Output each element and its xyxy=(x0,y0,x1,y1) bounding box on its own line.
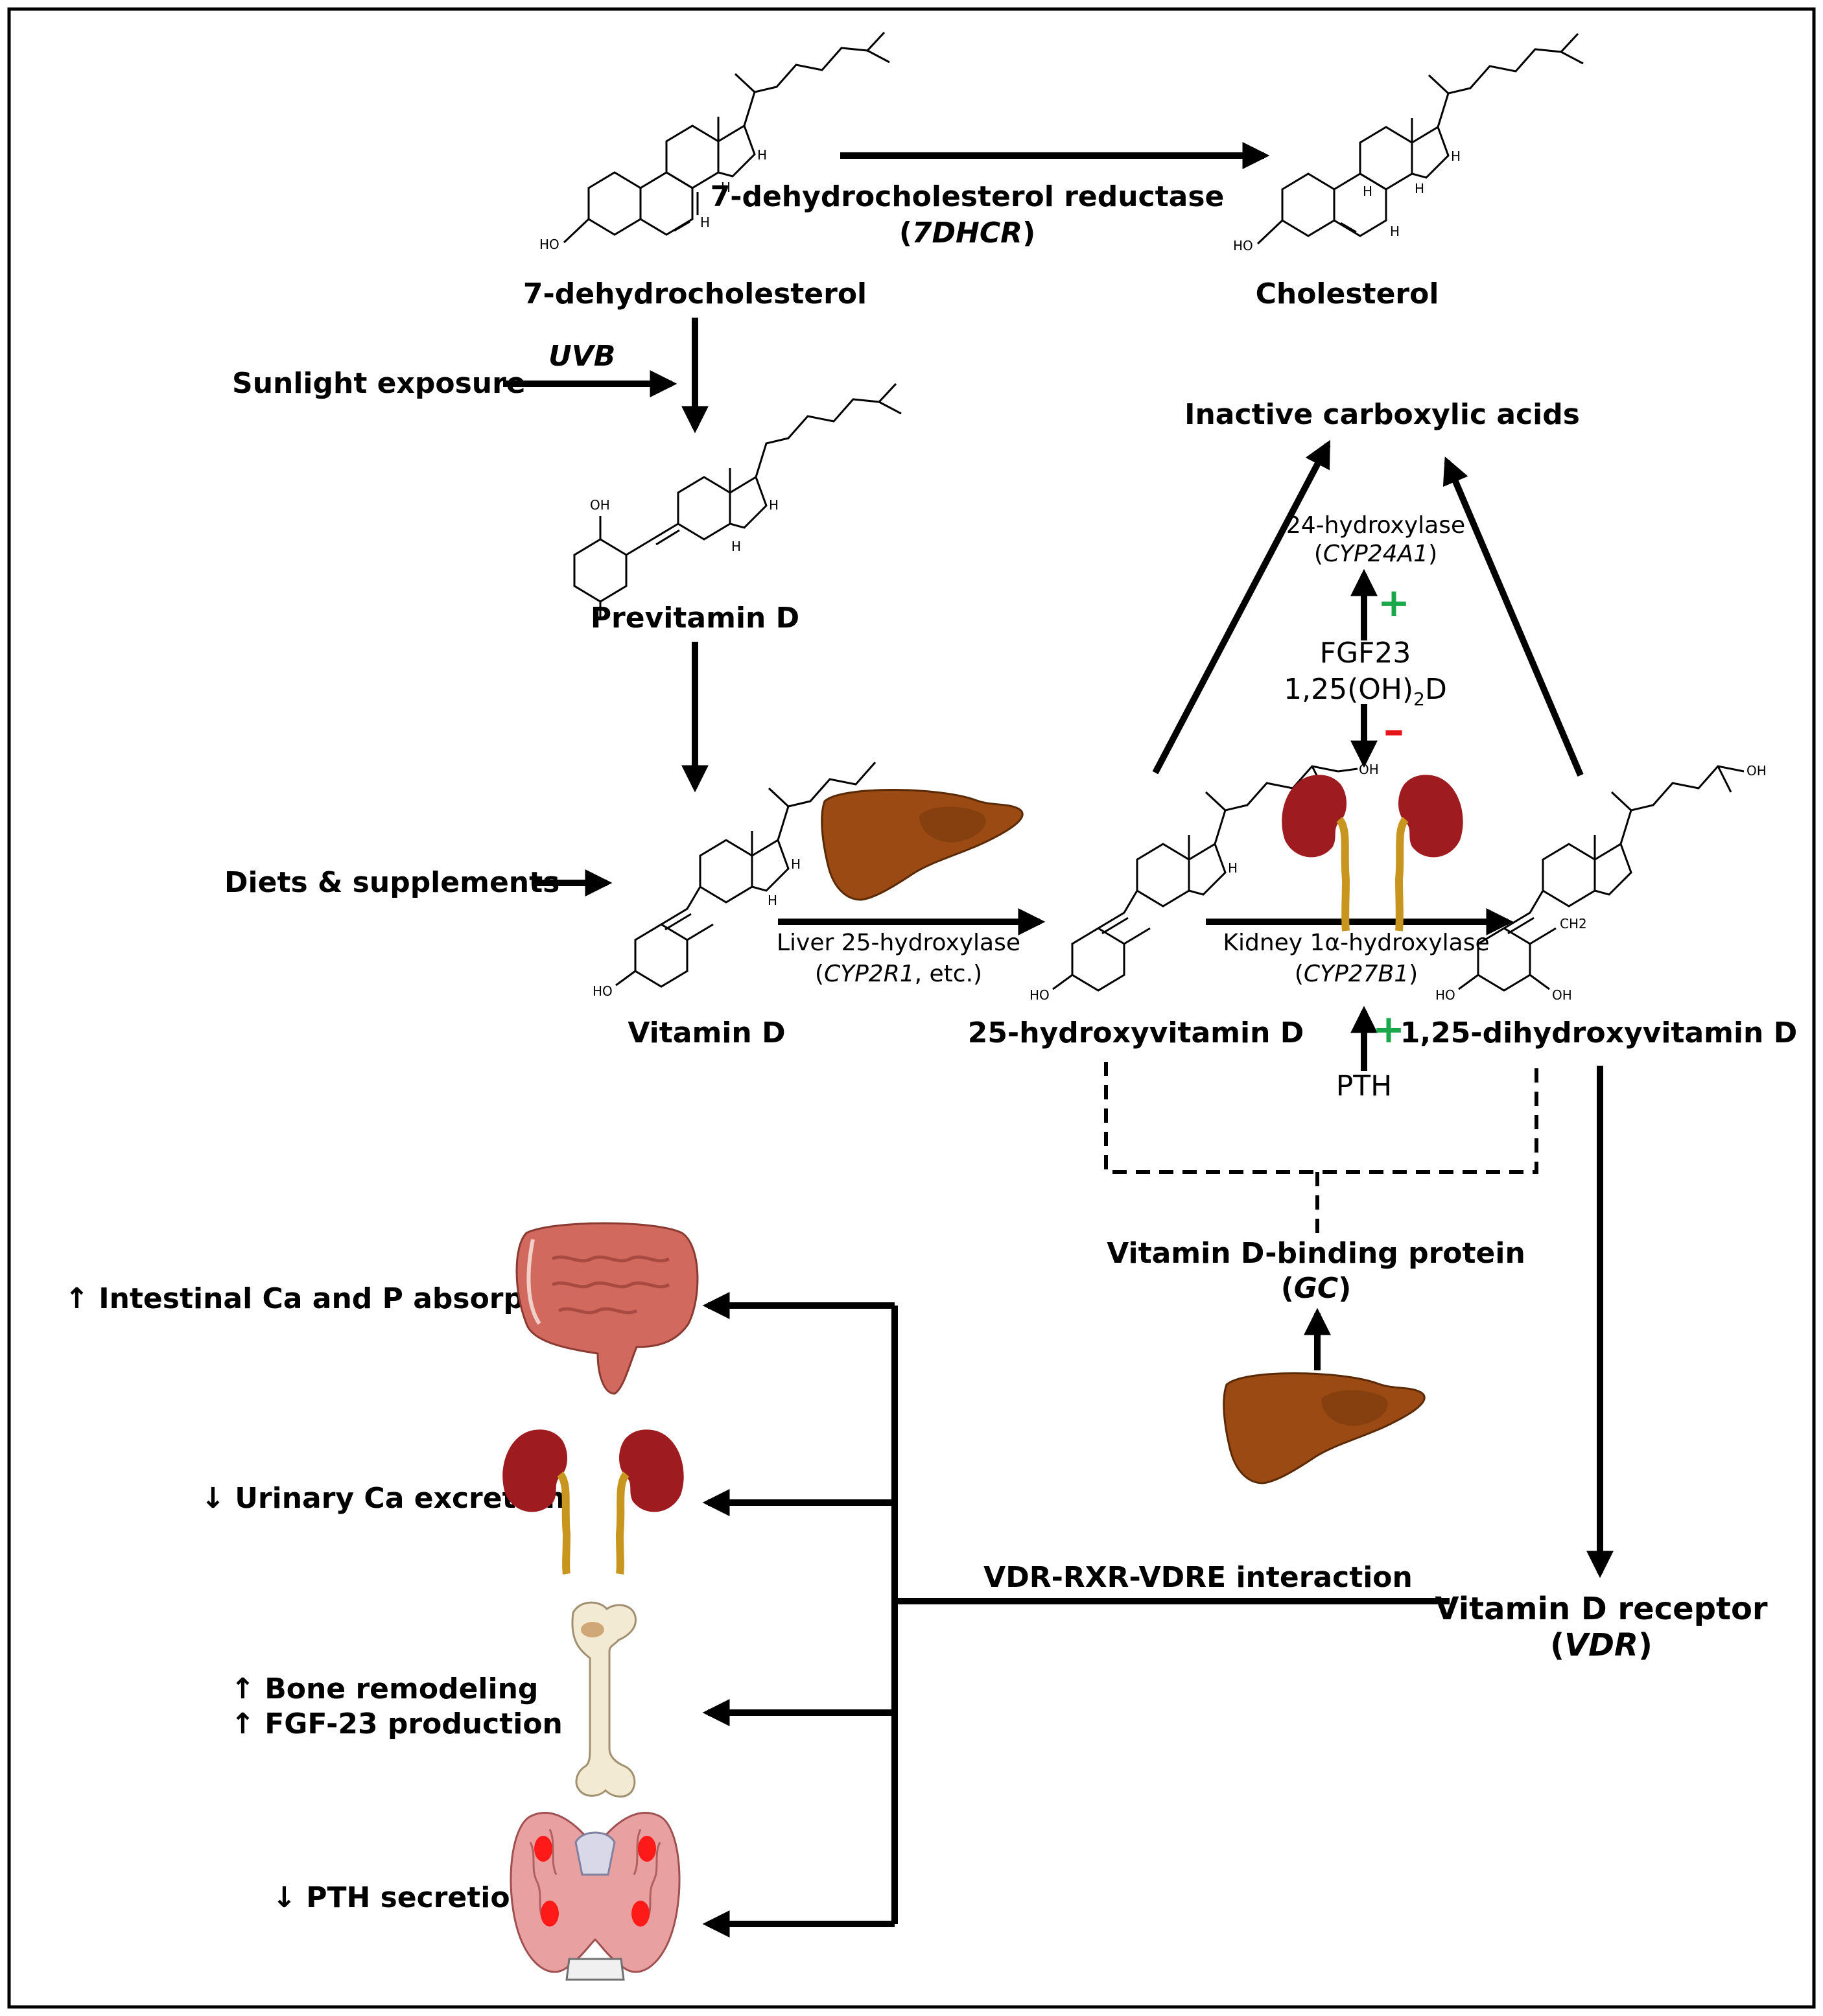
kidney-icon xyxy=(502,1429,684,1575)
svg-text:CH2: CH2 xyxy=(1560,916,1587,932)
svg-text:H: H xyxy=(1363,183,1372,199)
label-inactive-acids: Inactive carboxylic acids xyxy=(1184,398,1580,431)
svg-text:HO: HO xyxy=(1435,987,1455,1003)
label-reductase: 7-dehydrocholesterol reductase xyxy=(711,180,1225,213)
effect-intestine: ↑ Intestinal Ca and P absorption xyxy=(65,1282,587,1315)
svg-text:H: H xyxy=(769,497,779,513)
minus-sign-kidney: – xyxy=(1383,707,1404,755)
label-uvb: UVB xyxy=(548,340,615,373)
effect-bone: ↑ Bone remodeling xyxy=(231,1672,538,1705)
label-liver-gene: (CYP2R1, etc.) xyxy=(815,961,982,987)
svg-text:H: H xyxy=(768,893,777,908)
label-sunlight: Sunlight exposure xyxy=(232,367,526,400)
label-24-hydroxylase-gene: (CYP24A1) xyxy=(1314,541,1437,567)
liver-icon xyxy=(821,789,1024,901)
svg-text:OH: OH xyxy=(1359,762,1379,777)
plus-sign-pth: + xyxy=(1372,1007,1405,1052)
cholesterol-structure: HO H H H H xyxy=(1233,32,1584,253)
binding-protein-connectors xyxy=(1104,1062,1538,1239)
liver-icon xyxy=(1223,1372,1426,1484)
25-hydroxyvitamin-d-structure: HO OH H xyxy=(1029,762,1379,1003)
svg-text:H: H xyxy=(1390,224,1400,239)
label-previtamin-d: Previtamin D xyxy=(591,602,799,635)
label-24-hydroxylase: 24-hydroxylase xyxy=(1286,512,1465,539)
vitamin-d-structure: HO H H xyxy=(593,762,876,999)
label-liver-hydroxylase: Liver 25-hydroxylase xyxy=(777,930,1020,956)
kidney-icon xyxy=(1282,775,1463,932)
svg-text:HO: HO xyxy=(1233,238,1253,253)
svg-text:HO: HO xyxy=(1029,987,1050,1003)
svg-text:H: H xyxy=(757,147,767,163)
label-pth: PTH xyxy=(1336,1070,1393,1103)
label-vdr-interaction: VDR-RXR-VDRE interaction xyxy=(983,1561,1413,1594)
125-dihydroxyvitamin-d-structure: HO OH CH2 OH xyxy=(1435,763,1767,1003)
label-cholesterol: Cholesterol xyxy=(1256,277,1439,311)
7-dehydrocholesterol-structure: HO H H H xyxy=(539,31,890,252)
plus-sign-24-hydroxylase: + xyxy=(1378,580,1410,626)
svg-text:H: H xyxy=(1228,860,1238,876)
pathway-arrows xyxy=(503,142,1614,1938)
label-binding-gene: (GC) xyxy=(1281,1272,1352,1305)
effect-fgf23: ↑ FGF-23 production xyxy=(231,1707,563,1741)
label-calcitriol-regulator: 1,25(OH)2D xyxy=(1284,673,1447,710)
parathyroid-icon xyxy=(510,1812,681,1981)
intestine-icon xyxy=(515,1222,699,1395)
svg-text:OH: OH xyxy=(590,497,610,513)
label-vitamin-d: Vitamin D xyxy=(628,1016,785,1049)
outer-frame xyxy=(7,7,1816,2009)
label-kidney-hydroxylase: Kidney 1α-hydroxylase xyxy=(1223,930,1489,956)
label-vdr-gene: (VDR) xyxy=(1550,1627,1652,1663)
label-7-dehydrocholesterol: 7-dehydrocholesterol xyxy=(523,277,867,311)
svg-text:H: H xyxy=(700,215,710,230)
svg-text:H: H xyxy=(721,180,731,195)
label-vdr: Vitamin D receptor xyxy=(1435,1591,1768,1627)
label-125-dihydroxyvitamin-d: 1,25-dihydroxyvitamin D xyxy=(1400,1016,1797,1049)
svg-text:HO: HO xyxy=(539,237,559,252)
effect-pth: ↓ PTH secretion xyxy=(272,1881,530,1914)
label-fgf23: FGF23 xyxy=(1320,637,1411,670)
arrow-125ohd-inactivation xyxy=(1442,456,1584,777)
svg-text:OH: OH xyxy=(1747,763,1767,779)
arrow-25ohd-inactivation xyxy=(1152,440,1331,775)
previtamin-d-structure: OH H H xyxy=(573,382,902,620)
svg-text:OH: OH xyxy=(1552,987,1572,1003)
svg-text:HO: HO xyxy=(593,983,613,999)
label-kidney-gene: (CYP27B1) xyxy=(1295,961,1418,987)
svg-text:H: H xyxy=(1415,181,1424,196)
svg-text:H: H xyxy=(1451,148,1461,164)
label-diets: Diets & supplements xyxy=(224,866,559,899)
label-binding-protein: Vitamin D-binding protein xyxy=(1107,1237,1525,1270)
svg-text:H: H xyxy=(731,539,741,554)
label-reductase-gene: (7DHCR) xyxy=(899,217,1035,250)
label-25-hydroxyvitamin-d: 25-hydroxyvitamin D xyxy=(968,1016,1304,1049)
svg-text:H: H xyxy=(791,856,801,872)
bone-icon xyxy=(571,1601,637,1798)
